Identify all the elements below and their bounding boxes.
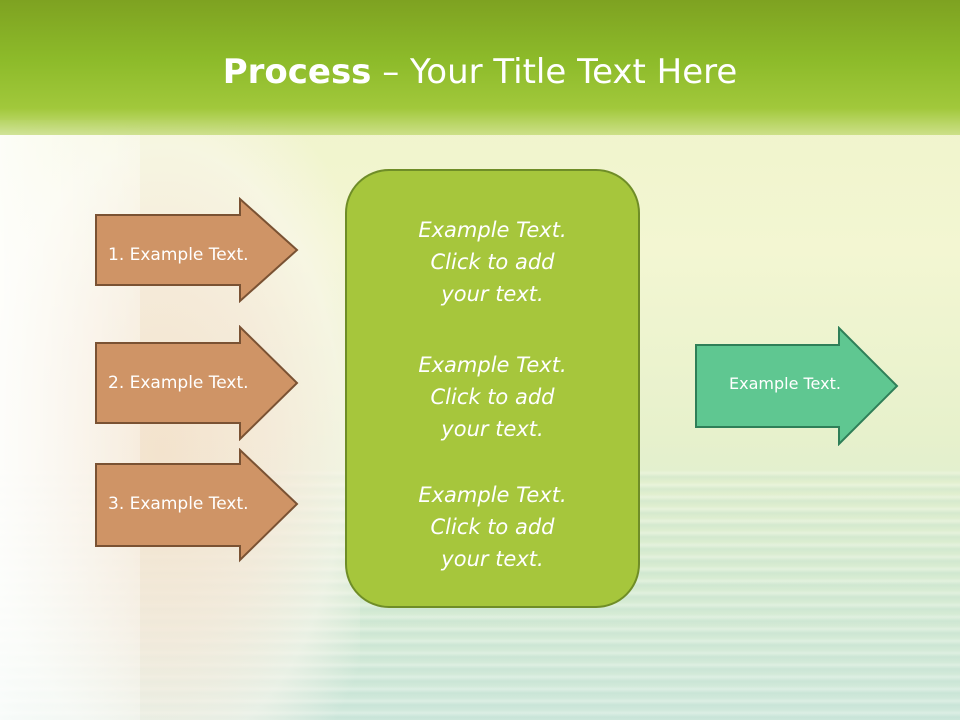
step-arrow-3[interactable] <box>94 448 300 564</box>
step-arrow-1[interactable] <box>94 197 300 303</box>
step-label-3: 3. Example Text. <box>108 494 249 514</box>
center-block-2: Example Text. Click to add your text. <box>347 349 638 445</box>
center-block-2-line-3: your text. <box>441 417 544 441</box>
center-block-3-line-1: Example Text. <box>418 483 567 507</box>
center-block-1: Example Text. Click to add your text. <box>347 214 638 310</box>
center-block-1-line-3: your text. <box>441 282 544 306</box>
center-block-3-line-2: Click to add <box>430 515 555 539</box>
title-bold: Process <box>222 52 372 92</box>
title-bar: Process – Your Title Text Here <box>0 0 960 135</box>
result-arrow[interactable] <box>694 326 900 446</box>
title-rest: – Your Title Text Here <box>371 52 738 92</box>
step-label-2: 2. Example Text. <box>108 373 249 393</box>
center-block-2-line-2: Click to add <box>430 385 555 409</box>
center-text-box[interactable]: Example Text. Click to add your text. Ex… <box>345 169 640 608</box>
result-label: Example Text. <box>729 374 841 393</box>
step-arrow-2[interactable] <box>94 325 300 441</box>
center-block-1-line-1: Example Text. <box>418 218 567 242</box>
center-block-3-line-3: your text. <box>441 547 544 571</box>
center-block-1-line-2: Click to add <box>430 250 555 274</box>
step-label-1: 1. Example Text. <box>108 245 249 265</box>
center-block-2-line-1: Example Text. <box>418 353 567 377</box>
slide-title[interactable]: Process – Your Title Text Here <box>0 52 960 92</box>
center-block-3: Example Text. Click to add your text. <box>347 479 638 575</box>
